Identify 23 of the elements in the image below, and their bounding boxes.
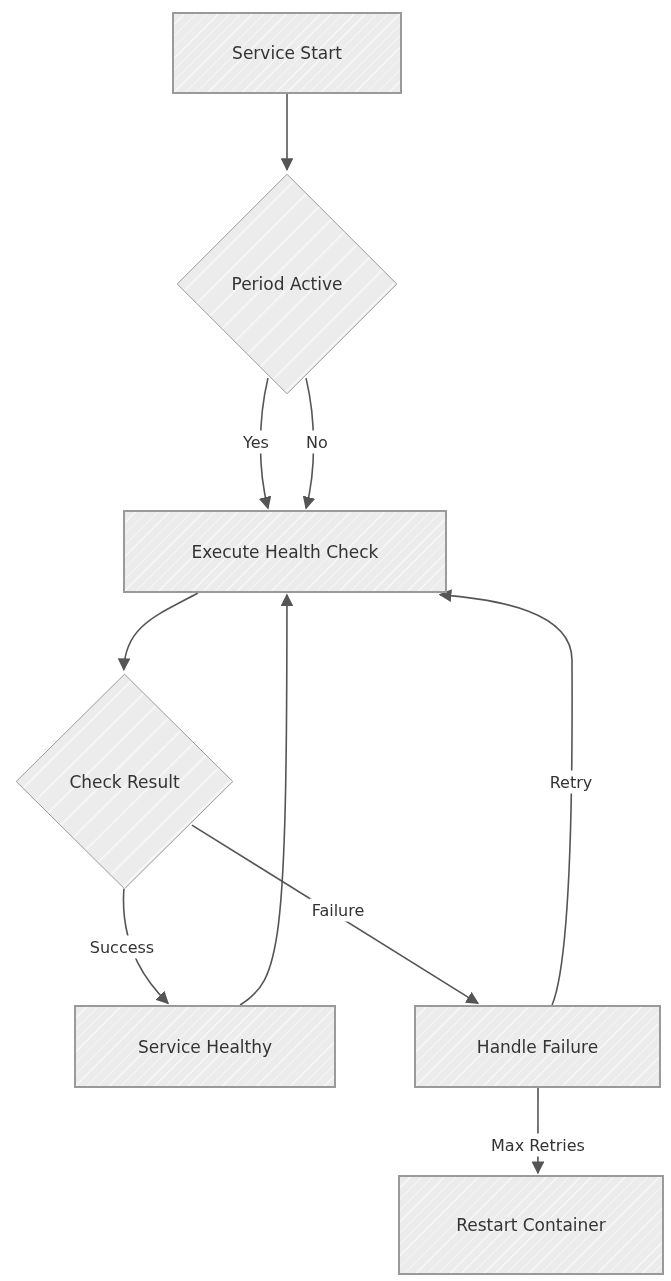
process-box <box>414 1005 661 1088</box>
edge-label: Max Retries <box>489 1133 587 1157</box>
process-box <box>74 1005 336 1088</box>
process-box <box>398 1175 664 1275</box>
decision-diamond <box>14 672 235 891</box>
node-label: Execute Health Check <box>190 541 380 562</box>
arrow <box>280 93 294 172</box>
edge-label: Success <box>87 935 157 959</box>
arrow <box>239 593 294 1006</box>
edge-label: Failure <box>309 898 367 922</box>
node-label: Service Start <box>231 43 343 63</box>
arrow <box>118 592 199 672</box>
edge-label: Yes <box>241 430 271 454</box>
edge-label: No <box>304 430 330 454</box>
node-label: Restart Container <box>455 1215 607 1235</box>
process-box <box>123 510 447 593</box>
arrow <box>438 589 573 1006</box>
node-label: Handle Failure <box>475 1036 600 1057</box>
decision-diamond <box>175 172 399 396</box>
node-label: Service Healthy <box>136 1036 274 1057</box>
node-label: Period Active <box>230 274 344 294</box>
node-label: Check Result <box>68 771 181 792</box>
process-box <box>172 12 402 94</box>
